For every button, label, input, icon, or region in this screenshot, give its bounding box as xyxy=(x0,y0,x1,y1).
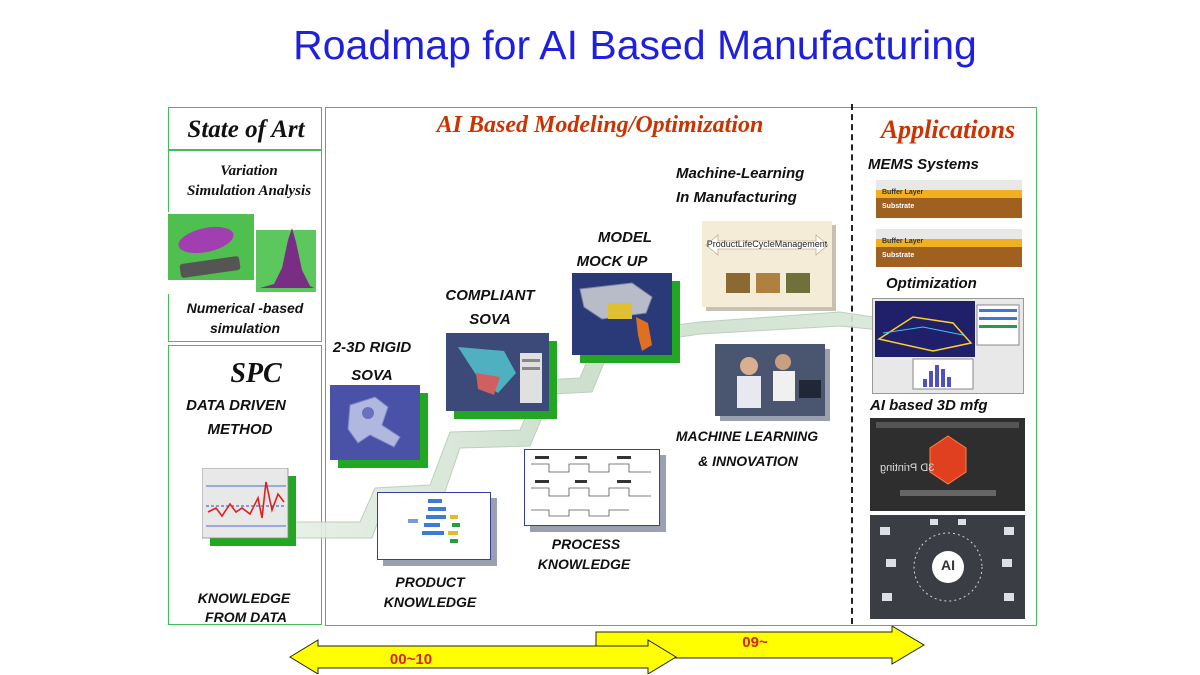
ai-network-image: AI xyxy=(870,515,1025,619)
timeline-period-1: 00~10 xyxy=(389,651,433,668)
knowledge-data-line2: FROM DATA xyxy=(205,609,287,625)
ai-3d-mfg-label: AI based 3D mfg xyxy=(870,397,988,414)
process-knowledge-line1: PROCESS xyxy=(551,536,621,552)
substrate-label-2: Substrate xyxy=(882,252,915,259)
3d-printing-text: 3D Printing xyxy=(880,462,935,474)
compliant-sova-line2: SOVA xyxy=(469,311,511,328)
spc-chart-image xyxy=(202,468,296,546)
product-knowledge-line1: PRODUCT xyxy=(395,574,465,590)
rigid-sova-line2: SOVA xyxy=(351,367,393,384)
spc-box xyxy=(168,345,322,625)
model-mockup-line1: MODEL xyxy=(597,229,653,246)
model-mockup-image xyxy=(572,273,672,355)
plm-image: ProductLifeCycleManagement xyxy=(702,221,832,307)
data-driven-line1: DATA DRIVEN xyxy=(186,397,286,414)
data-driven-line2: METHOD xyxy=(207,421,273,438)
ml-mfg-line2: In Manufacturing xyxy=(676,189,797,206)
product-knowledge-line2: KNOWLEDGE xyxy=(383,594,477,610)
ai-modeling-box xyxy=(325,107,1037,626)
process-knowledge-image xyxy=(524,449,660,526)
variation-label-line1: Variation xyxy=(220,163,278,179)
divider-line xyxy=(851,104,853,624)
mems-label: MEMS Systems xyxy=(868,156,979,173)
rigid-sova-line1: 2-3D RIGID xyxy=(332,339,412,356)
state-of-art-header-box xyxy=(168,107,322,150)
mems-diagram-2: Buffer Layer Substrate xyxy=(876,229,1022,267)
model-mockup-line2: MOCK UP xyxy=(576,253,648,270)
ai-modeling-heading: AI Based Modeling/Optimization xyxy=(436,112,764,138)
knowledge-data-line1: KNOWLEDGE xyxy=(197,590,291,606)
process-knowledge-line2: KNOWLEDGE xyxy=(537,556,631,572)
optimization-image xyxy=(872,298,1024,394)
ai-badge: AI xyxy=(941,557,955,573)
page-title: Roadmap for AI Based Manufacturing xyxy=(293,22,977,68)
applications-heading: Applications xyxy=(880,115,1016,144)
state-of-art-heading: State of Art xyxy=(187,116,305,143)
compliant-sova-image xyxy=(446,333,549,411)
3d-printing-image: 3D Printing xyxy=(870,418,1025,511)
substrate-label-1: Substrate xyxy=(882,203,915,210)
variation-label-line2: Simulation Analysis xyxy=(186,183,312,199)
plm-label: ProductLifeCycleManagement xyxy=(706,239,828,249)
ml-innovation-line1: MACHINE LEARNING xyxy=(675,428,819,444)
numerical-label-line2: simulation xyxy=(209,320,280,336)
timeline-arrows xyxy=(289,626,925,674)
buffer-layer-label-1: Buffer Layer xyxy=(882,189,924,196)
timeline-period-2: 09~ xyxy=(742,634,768,651)
product-knowledge-image xyxy=(377,492,491,560)
ml-mfg-line1: Machine-Learning xyxy=(676,165,805,182)
variation-simulation-image xyxy=(166,212,318,294)
buffer-layer-label-2: Buffer Layer xyxy=(882,238,924,245)
mems-diagram-1: Buffer Layer Substrate xyxy=(876,180,1022,218)
optimization-label: Optimization xyxy=(886,275,977,292)
compliant-sova-line1: COMPLIANT xyxy=(445,287,535,304)
spc-heading: SPC xyxy=(230,358,282,389)
rigid-sova-image xyxy=(330,385,420,460)
numerical-label-line1: Numerical -based xyxy=(186,300,304,316)
ml-innovation-image xyxy=(715,344,825,416)
ml-innovation-line2: & INNOVATION xyxy=(698,453,798,469)
